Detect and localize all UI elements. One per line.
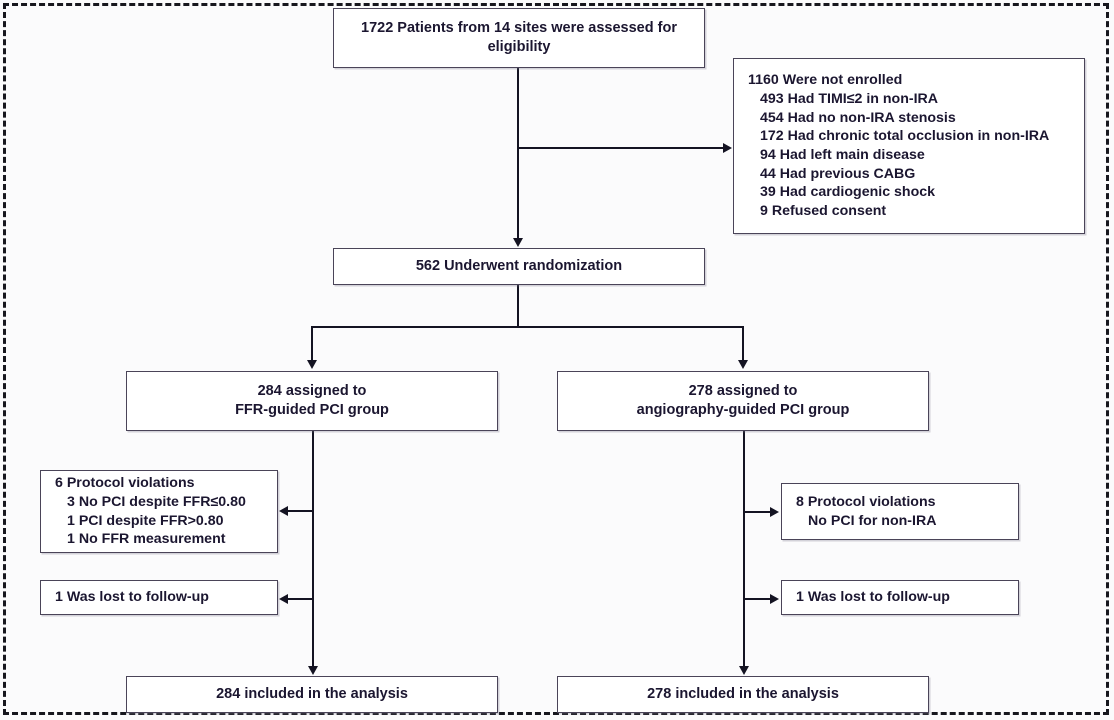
angio-violations-heading: 8 Protocol violations <box>796 493 936 510</box>
ffr-lost-to-followup-box: 1 Was lost to follow-up <box>40 580 278 615</box>
enrollment-line-2: eligibility <box>487 39 551 55</box>
ffr-lost-label: 1 Was lost to follow-up <box>55 589 209 606</box>
connector-ffr-violations <box>288 510 314 512</box>
connector-enrollment-to-randomization <box>517 68 519 239</box>
excluded-reason: 454 Had no non-IRA stenosis <box>760 109 956 126</box>
arrowhead-ffr-lost <box>279 594 288 604</box>
ffr-protocol-violations-box: 6 Protocol violations 3 No PCI despite F… <box>40 470 278 553</box>
excluded-reason: 172 Had chronic total occlusion in non-I… <box>760 128 1050 145</box>
ffr-group-box: 284 assigned to FFR-guided PCI group <box>126 371 498 431</box>
connector-ffr-lost <box>288 598 314 600</box>
arrowhead-angio-group <box>738 360 748 369</box>
enrollment-line-1: 1722 Patients from 14 sites were assesse… <box>361 19 677 36</box>
excluded-reason: 94 Had left main disease <box>760 147 925 163</box>
connector-randomization-down <box>517 285 519 328</box>
arrowhead-angio-violations <box>770 507 779 517</box>
ffr-violation-item: 1 PCI despite FFR>0.80 <box>67 512 224 529</box>
excluded-reason: 44 Had previous CABG <box>760 165 916 182</box>
angiography-lost-to-followup-box: 1 Was lost to follow-up <box>781 580 1019 615</box>
excluded-reason: 493 Had TIMI≤2 in non-IRA <box>760 90 939 107</box>
ffr-violation-item: 1 No FFR measurement <box>67 531 226 548</box>
connector-angio-lost <box>744 598 771 600</box>
arrowhead-randomization <box>513 238 523 247</box>
excluded-reason: 9 Refused consent <box>760 203 887 220</box>
connector-angio-violations <box>744 511 771 513</box>
ffr-violation-item: 3 No PCI despite FFR≤0.80 <box>67 493 246 510</box>
angio-assigned-line-2: angiography-guided PCI group <box>636 402 850 418</box>
arrowhead-angio-analysis <box>739 666 749 675</box>
ffr-assigned-line-1: 284 assigned to <box>257 382 367 399</box>
connector-angio-spine <box>743 431 745 667</box>
ffr-violations-heading: 6 Protocol violations <box>55 475 195 492</box>
arrowhead-ffr-group <box>307 360 317 369</box>
ffr-assigned-line-2: FFR-guided PCI group <box>235 402 389 418</box>
angio-assigned-line-1: 278 assigned to <box>688 382 798 399</box>
enrollment-box: 1722 Patients from 14 sites were assesse… <box>333 8 705 68</box>
angiography-protocol-violations-box: 8 Protocol violations No PCI for non-IRA <box>781 483 1019 540</box>
connector-ffr-spine <box>312 431 314 667</box>
ffr-analysis-box: 284 included in the analysis <box>126 676 498 713</box>
angio-analysis-label: 278 included in the analysis <box>647 685 839 702</box>
randomization-label: 562 Underwent randomization <box>415 257 623 274</box>
angio-violation-item: No PCI for non-IRA <box>808 512 937 529</box>
connector-split-right <box>742 326 744 361</box>
connector-split-left <box>311 326 313 361</box>
angiography-group-box: 278 assigned to angiography-guided PCI g… <box>557 371 929 431</box>
arrowhead-ffr-violations <box>279 506 288 516</box>
connector-to-excluded <box>517 147 724 149</box>
excluded-reason: 39 Had cardiogenic shock <box>760 184 936 201</box>
connector-split-horizontal <box>311 326 744 328</box>
arrowhead-angio-lost <box>770 594 779 604</box>
ffr-analysis-label: 284 included in the analysis <box>216 685 408 702</box>
excluded-heading: 1160 Were not enrolled <box>748 72 903 89</box>
arrowhead-excluded <box>723 143 732 153</box>
arrowhead-ffr-analysis <box>308 666 318 675</box>
angio-lost-label: 1 Was lost to follow-up <box>796 589 950 606</box>
excluded-box: 1160 Were not enrolled 493 Had TIMI≤2 in… <box>733 58 1085 234</box>
angiography-analysis-box: 278 included in the analysis <box>557 676 929 713</box>
randomization-box: 562 Underwent randomization <box>333 248 705 285</box>
